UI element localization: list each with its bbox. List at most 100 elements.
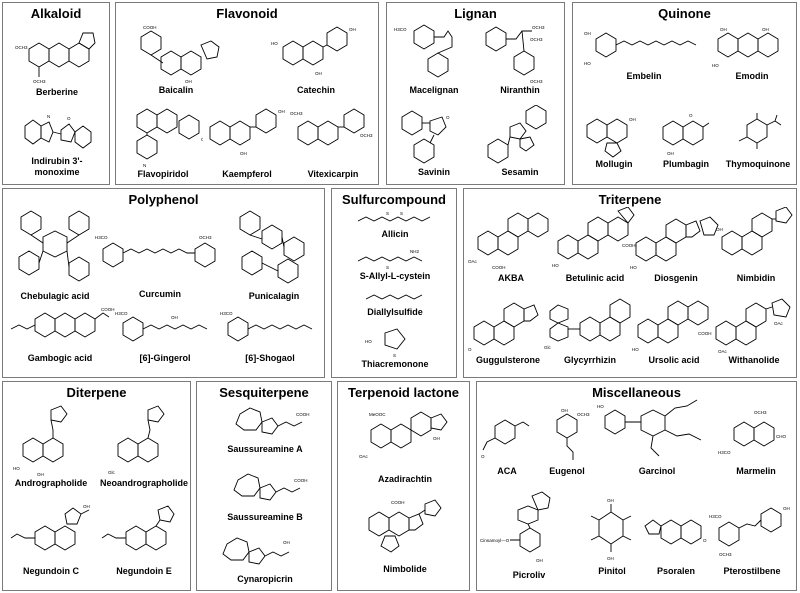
structure-betulinic-acid: COOH HO xyxy=(552,207,636,268)
structure-diosgenin: HO xyxy=(630,216,719,270)
compound-plumbagin: O OH Plumbagin xyxy=(651,111,721,170)
compound-betulinic-acid: COOH HO Betulinic acid xyxy=(552,207,638,284)
compound-guggulsterone: O Guggulsterone xyxy=(468,295,548,366)
compound-label: Thymoquinone xyxy=(725,159,791,169)
svg-text:OCH3: OCH3 xyxy=(199,235,212,240)
structure-saussureamine-b: COOH xyxy=(233,473,308,501)
svg-text:OH: OH xyxy=(185,79,192,84)
compound-akba: OAc COOH AKBA xyxy=(468,207,554,284)
structure-macelignan: H3CO xyxy=(394,24,453,78)
svg-text:COOH: COOH xyxy=(698,331,712,336)
compound-label: [6]-Gingerol xyxy=(139,353,191,363)
svg-text:OAc: OAc xyxy=(718,349,728,354)
svg-text:OCH3: OCH3 xyxy=(15,45,28,50)
compound-embelin: OH HO Embelin xyxy=(579,25,709,82)
structure-negundoin-c: OH xyxy=(10,504,90,551)
structure-embelin: OH HO xyxy=(584,31,697,66)
compound-label: Cynaropicrin xyxy=(237,574,293,584)
svg-text:Glc: Glc xyxy=(544,345,552,350)
svg-text:OCH3: OCH3 xyxy=(577,412,590,417)
compound-andrographolide: HO OH Andrographolide xyxy=(5,404,97,489)
svg-text:OH: OH xyxy=(561,408,568,413)
svg-text:CHO: CHO xyxy=(776,434,786,439)
svg-text:OH: OH xyxy=(783,506,790,511)
structure-picroliv: Cinnamoyl—O OH xyxy=(480,491,551,563)
compound-thiacremonone: HO S Thiacremonone xyxy=(336,323,454,370)
svg-text:OH: OH xyxy=(536,558,543,563)
svg-text:H3CO: H3CO xyxy=(394,27,407,32)
svg-text:COOH: COOH xyxy=(622,243,636,248)
compound-label: Flavopiridol xyxy=(137,169,189,179)
compound-neoandrographolide: Glc Neoandrographolide xyxy=(97,404,191,489)
svg-text:OAc: OAc xyxy=(774,321,784,326)
structure-sesamin xyxy=(487,105,547,164)
structure-kaempferol: OH OH xyxy=(209,108,285,156)
compound-label: Emodin xyxy=(735,71,769,81)
svg-text:HO: HO xyxy=(584,61,591,66)
structure-withanolide: OAc OAc xyxy=(715,298,791,354)
svg-text:N: N xyxy=(47,114,50,119)
compound-label: Negundoin E xyxy=(116,566,172,576)
svg-text:OH: OH xyxy=(762,27,769,32)
structure-saussureamine-a: COOH xyxy=(235,407,310,435)
structure-indirubin-3-monoxime: N O xyxy=(24,114,92,149)
structure-pterostilbene: H3CO OH OCH3 xyxy=(709,506,790,557)
compound-diallylsulfide: Diallylsulfide xyxy=(336,287,454,318)
compound-nimbolide: COOH Nimbolide xyxy=(342,494,468,575)
compound-berberine: OCH3 OCH3 Berberine xyxy=(7,25,107,98)
structure-guggulsterone: O xyxy=(468,302,539,352)
structure-berberine: OCH3 OCH3 xyxy=(15,32,96,84)
svg-text:OH: OH xyxy=(171,315,178,320)
svg-text:H3CO: H3CO xyxy=(95,235,108,240)
structure-flavopiridol: Cl N xyxy=(136,108,203,168)
compound-label: Pinitol xyxy=(598,566,626,576)
structure-psoralen: O xyxy=(644,519,707,545)
compound-label: Andrographolide xyxy=(14,478,88,488)
svg-text:Cl: Cl xyxy=(201,137,203,142)
panel-title: Polyphenol xyxy=(128,192,199,207)
compound-sesamin: Sesamin xyxy=(477,105,563,178)
compound-label: AKBA xyxy=(498,273,524,283)
compound-eugenol: OH OCH3 Eugenol xyxy=(535,404,599,477)
svg-text:HO: HO xyxy=(552,263,559,268)
structure-garcinol: HO xyxy=(597,399,702,457)
svg-text:S: S xyxy=(400,211,403,216)
structure-pinitol: OH OH xyxy=(590,498,632,561)
compound-emodin: OH OH HO Emodin xyxy=(709,25,795,82)
compound-kaempferol: OH OH Kaempferol xyxy=(202,101,292,180)
compound-label: Macelignan xyxy=(409,85,459,95)
svg-text:COOH: COOH xyxy=(492,265,506,270)
compound-6-shogaol: H3CO [6]-Shogaol xyxy=(217,305,323,364)
compound-macelignan: H3CO Macelignan xyxy=(391,23,477,96)
structure-savinin: O xyxy=(401,110,450,164)
compound-thymoquinone: Thymoquinone xyxy=(721,111,795,170)
svg-text:H3CO: H3CO xyxy=(220,311,233,316)
compound-mollugin: OH Mollugin xyxy=(577,111,651,170)
compound-psoralen: O Psoralen xyxy=(641,498,711,577)
structure-aca: O xyxy=(481,419,530,459)
compound-baicalin: COOH OH Baicalin xyxy=(126,23,226,96)
svg-text:O: O xyxy=(481,454,485,459)
svg-text:OCH3: OCH3 xyxy=(530,79,543,84)
compound-label: Thiacremonone xyxy=(361,359,429,369)
svg-text:OCH3: OCH3 xyxy=(360,133,373,138)
compound-punicalagin: Punicalagin xyxy=(225,207,323,302)
structure-akba: OAc COOH xyxy=(468,212,549,270)
panel-diterpene: Diterpene HO OH Andrographolide Glc Neoa… xyxy=(2,381,191,591)
compound-label: Withanolide xyxy=(728,355,780,365)
structure-curcumin: H3CO OCH3 xyxy=(95,235,216,268)
svg-text:S: S xyxy=(386,265,389,270)
svg-text:HO: HO xyxy=(597,404,604,409)
panel-quinone: Quinone OH HO Embelin OH OH HO Emodin OH… xyxy=(572,2,797,185)
panel-polyphenol: Polyphenol Chebulagic acid H3CO OCH3 Cur… xyxy=(2,188,325,378)
compound-label: Diallylsulfide xyxy=(367,307,423,317)
svg-text:OH: OH xyxy=(315,71,322,76)
svg-text:O: O xyxy=(446,115,450,120)
compound-negundoin-c: OH Negundoin C xyxy=(5,504,97,577)
compound-label: Chebulagic acid xyxy=(20,291,90,301)
svg-text:OCH3: OCH3 xyxy=(754,410,767,415)
compound-label: Psoralen xyxy=(656,566,696,576)
structure-plumbagin: O OH xyxy=(662,113,710,156)
compound-label: Savinin xyxy=(417,167,450,177)
panel-sesquiterpene: Sesquiterpene COOH Saussureamine A COOH … xyxy=(196,381,332,591)
